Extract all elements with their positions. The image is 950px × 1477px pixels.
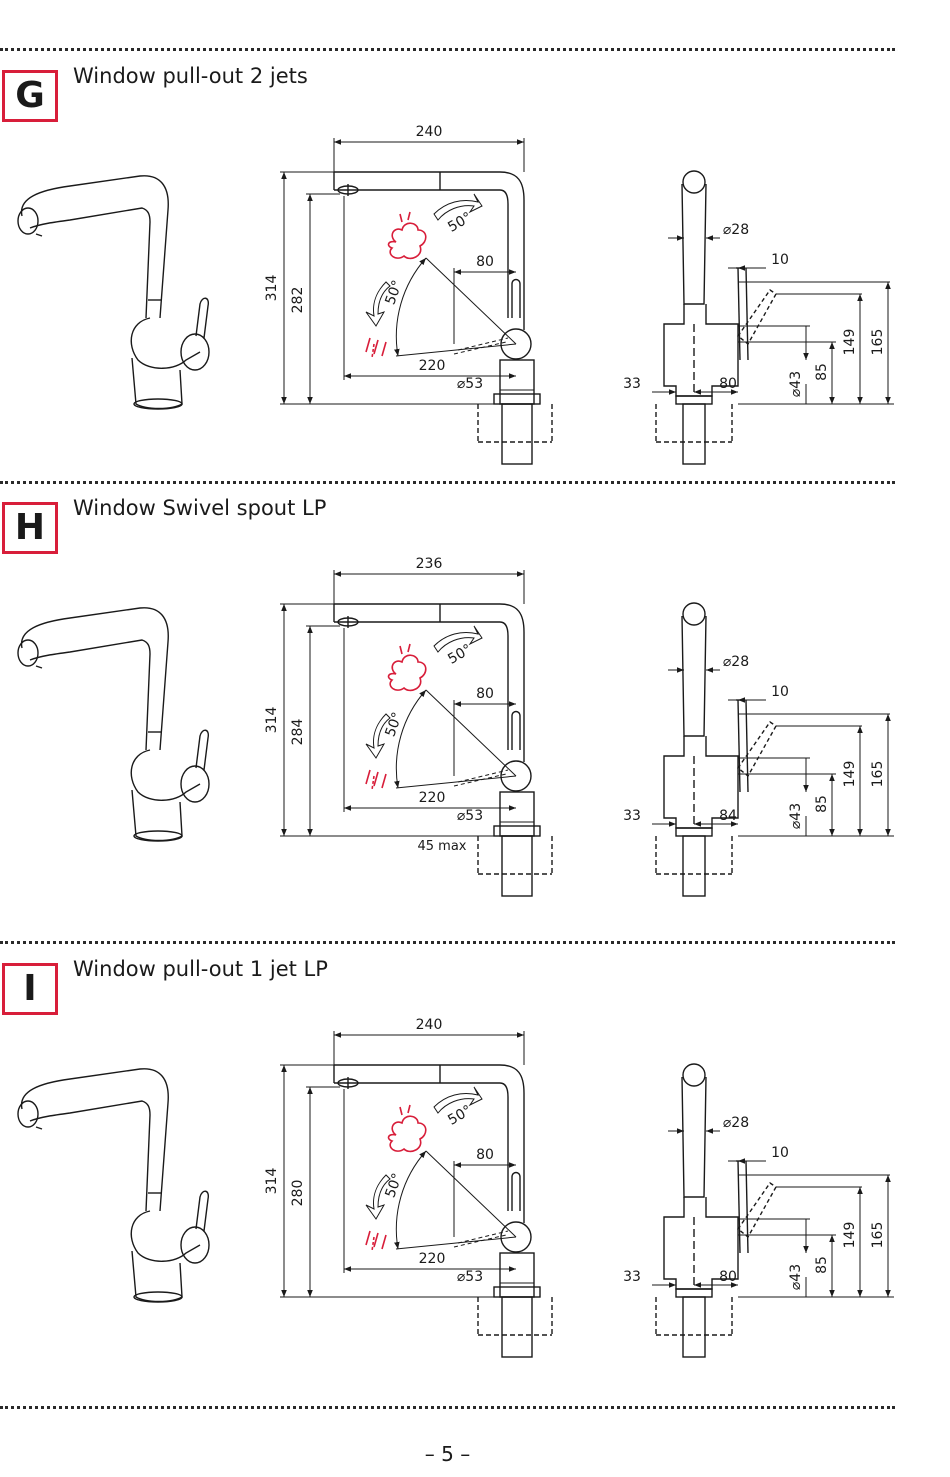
dim-width: 236 bbox=[416, 556, 443, 572]
dim-angle-down: 50° bbox=[382, 710, 406, 739]
separator-bottom bbox=[0, 1406, 895, 1409]
dim-h149: 149 bbox=[842, 761, 858, 788]
side-dimension-lines bbox=[652, 235, 894, 405]
dim-base33: 33 bbox=[623, 376, 641, 392]
dim-reach: 80 bbox=[476, 1147, 494, 1163]
dim-h165: 165 bbox=[870, 1222, 886, 1249]
dim-base80: 80 bbox=[719, 1269, 737, 1285]
dim-width: 240 bbox=[416, 1017, 443, 1033]
dim-h43: ⌀43 bbox=[788, 371, 804, 397]
dim-reach-low: 220 bbox=[419, 1251, 446, 1267]
faucet-perspective-drawing bbox=[17, 175, 210, 410]
section-letter-badge: G bbox=[2, 70, 58, 122]
dim-pipe-dia: ⌀28 bbox=[723, 1115, 749, 1131]
dim-h165: 165 bbox=[870, 329, 886, 356]
dim-h149: 149 bbox=[842, 1222, 858, 1249]
dim-h85: 85 bbox=[814, 795, 830, 813]
dim-lever: 10 bbox=[771, 1145, 789, 1161]
separator-hi bbox=[0, 941, 895, 944]
section-letter-badge: I bbox=[2, 963, 58, 1015]
section-letter: G bbox=[15, 75, 45, 116]
dim-reach-low: 220 bbox=[419, 358, 446, 374]
product-section-g: G Window pull-out 2 jets bbox=[0, 0, 950, 465]
section-letter: I bbox=[23, 968, 37, 1009]
dim-lever: 10 bbox=[771, 684, 789, 700]
section-title: Window pull-out 1 jet LP bbox=[73, 957, 328, 981]
faucet-front-view bbox=[333, 171, 553, 465]
product-section-h: H Window Swivel spout LP bbox=[0, 432, 950, 897]
spray-symbols bbox=[365, 643, 427, 791]
faucet-front-view bbox=[333, 603, 553, 897]
section-letter-badge: H bbox=[2, 502, 58, 554]
dim-width: 240 bbox=[416, 124, 443, 140]
front-dimension-lines bbox=[280, 138, 534, 405]
front-dimension-lines bbox=[280, 1031, 534, 1298]
dim-max: 45 max bbox=[418, 839, 467, 854]
dim-reach: 80 bbox=[476, 686, 494, 702]
dim-angle-up: 50° bbox=[445, 1102, 475, 1128]
technical-drawing: 240 314 282 80 220 ⌀53 50° 50° bbox=[17, 124, 894, 465]
dim-height-spout: 282 bbox=[290, 287, 306, 314]
faucet-side-view bbox=[655, 602, 777, 897]
faucet-front-view bbox=[333, 1064, 553, 1358]
faucet-side-view bbox=[655, 1063, 777, 1358]
dim-reach: 80 bbox=[476, 254, 494, 270]
dim-pipe-dia: ⌀28 bbox=[723, 654, 749, 670]
side-dimension-lines bbox=[652, 667, 894, 837]
separator-top bbox=[0, 48, 895, 51]
dim-base80: 84 bbox=[719, 808, 737, 824]
product-section-i: I Window pull-out 1 jet LP bbox=[0, 893, 950, 1358]
rotation-arrows bbox=[365, 193, 483, 327]
dim-height-total: 314 bbox=[264, 275, 280, 302]
dim-base33: 33 bbox=[623, 1269, 641, 1285]
side-dimension-lines bbox=[652, 1128, 894, 1298]
dim-height-spout: 280 bbox=[290, 1180, 306, 1207]
rotation-arrows bbox=[365, 1086, 483, 1220]
dim-h165: 165 bbox=[870, 761, 886, 788]
dim-base-dia: ⌀53 bbox=[457, 808, 483, 824]
dim-h85: 85 bbox=[814, 363, 830, 381]
section-letter: H bbox=[14, 507, 46, 548]
dim-base-dia: ⌀53 bbox=[457, 1269, 483, 1285]
dim-angle-down: 50° bbox=[382, 1171, 406, 1200]
dim-angle-up: 50° bbox=[445, 641, 475, 667]
dim-height-spout: 284 bbox=[290, 719, 306, 746]
dim-base80: 80 bbox=[719, 376, 737, 392]
separator-gh bbox=[0, 481, 895, 484]
dim-h149: 149 bbox=[842, 329, 858, 356]
technical-drawing: 240 314 280 80 220 ⌀53 50° 50° bbox=[17, 1017, 894, 1358]
spray-symbols bbox=[365, 211, 427, 359]
section-title: Window Swivel spout LP bbox=[73, 496, 327, 520]
faucet-perspective-drawing bbox=[17, 1068, 210, 1303]
dim-height-total: 314 bbox=[264, 707, 280, 734]
dim-base33: 33 bbox=[623, 808, 641, 824]
faucet-perspective-drawing bbox=[17, 607, 210, 842]
dim-angle-up: 50° bbox=[445, 209, 475, 235]
section-title: Window pull-out 2 jets bbox=[73, 64, 308, 88]
page-number: – 5 – bbox=[424, 1442, 471, 1466]
dim-reach-low: 220 bbox=[419, 790, 446, 806]
faucet-side-view bbox=[655, 170, 777, 465]
spray-symbols bbox=[365, 1104, 427, 1252]
front-dimension-lines bbox=[280, 570, 534, 837]
dim-h43: ⌀43 bbox=[788, 1264, 804, 1290]
dim-h43: ⌀43 bbox=[788, 803, 804, 829]
dim-h85: 85 bbox=[814, 1256, 830, 1274]
rotation-arrows bbox=[365, 625, 483, 759]
dim-lever: 10 bbox=[771, 252, 789, 268]
dim-angle-down: 50° bbox=[382, 278, 406, 307]
dim-base-dia: ⌀53 bbox=[457, 376, 483, 392]
dim-pipe-dia: ⌀28 bbox=[723, 222, 749, 238]
technical-drawing: 236 314 284 80 220 ⌀53 50° 50° 45 max bbox=[17, 556, 894, 897]
dim-height-total: 314 bbox=[264, 1168, 280, 1195]
